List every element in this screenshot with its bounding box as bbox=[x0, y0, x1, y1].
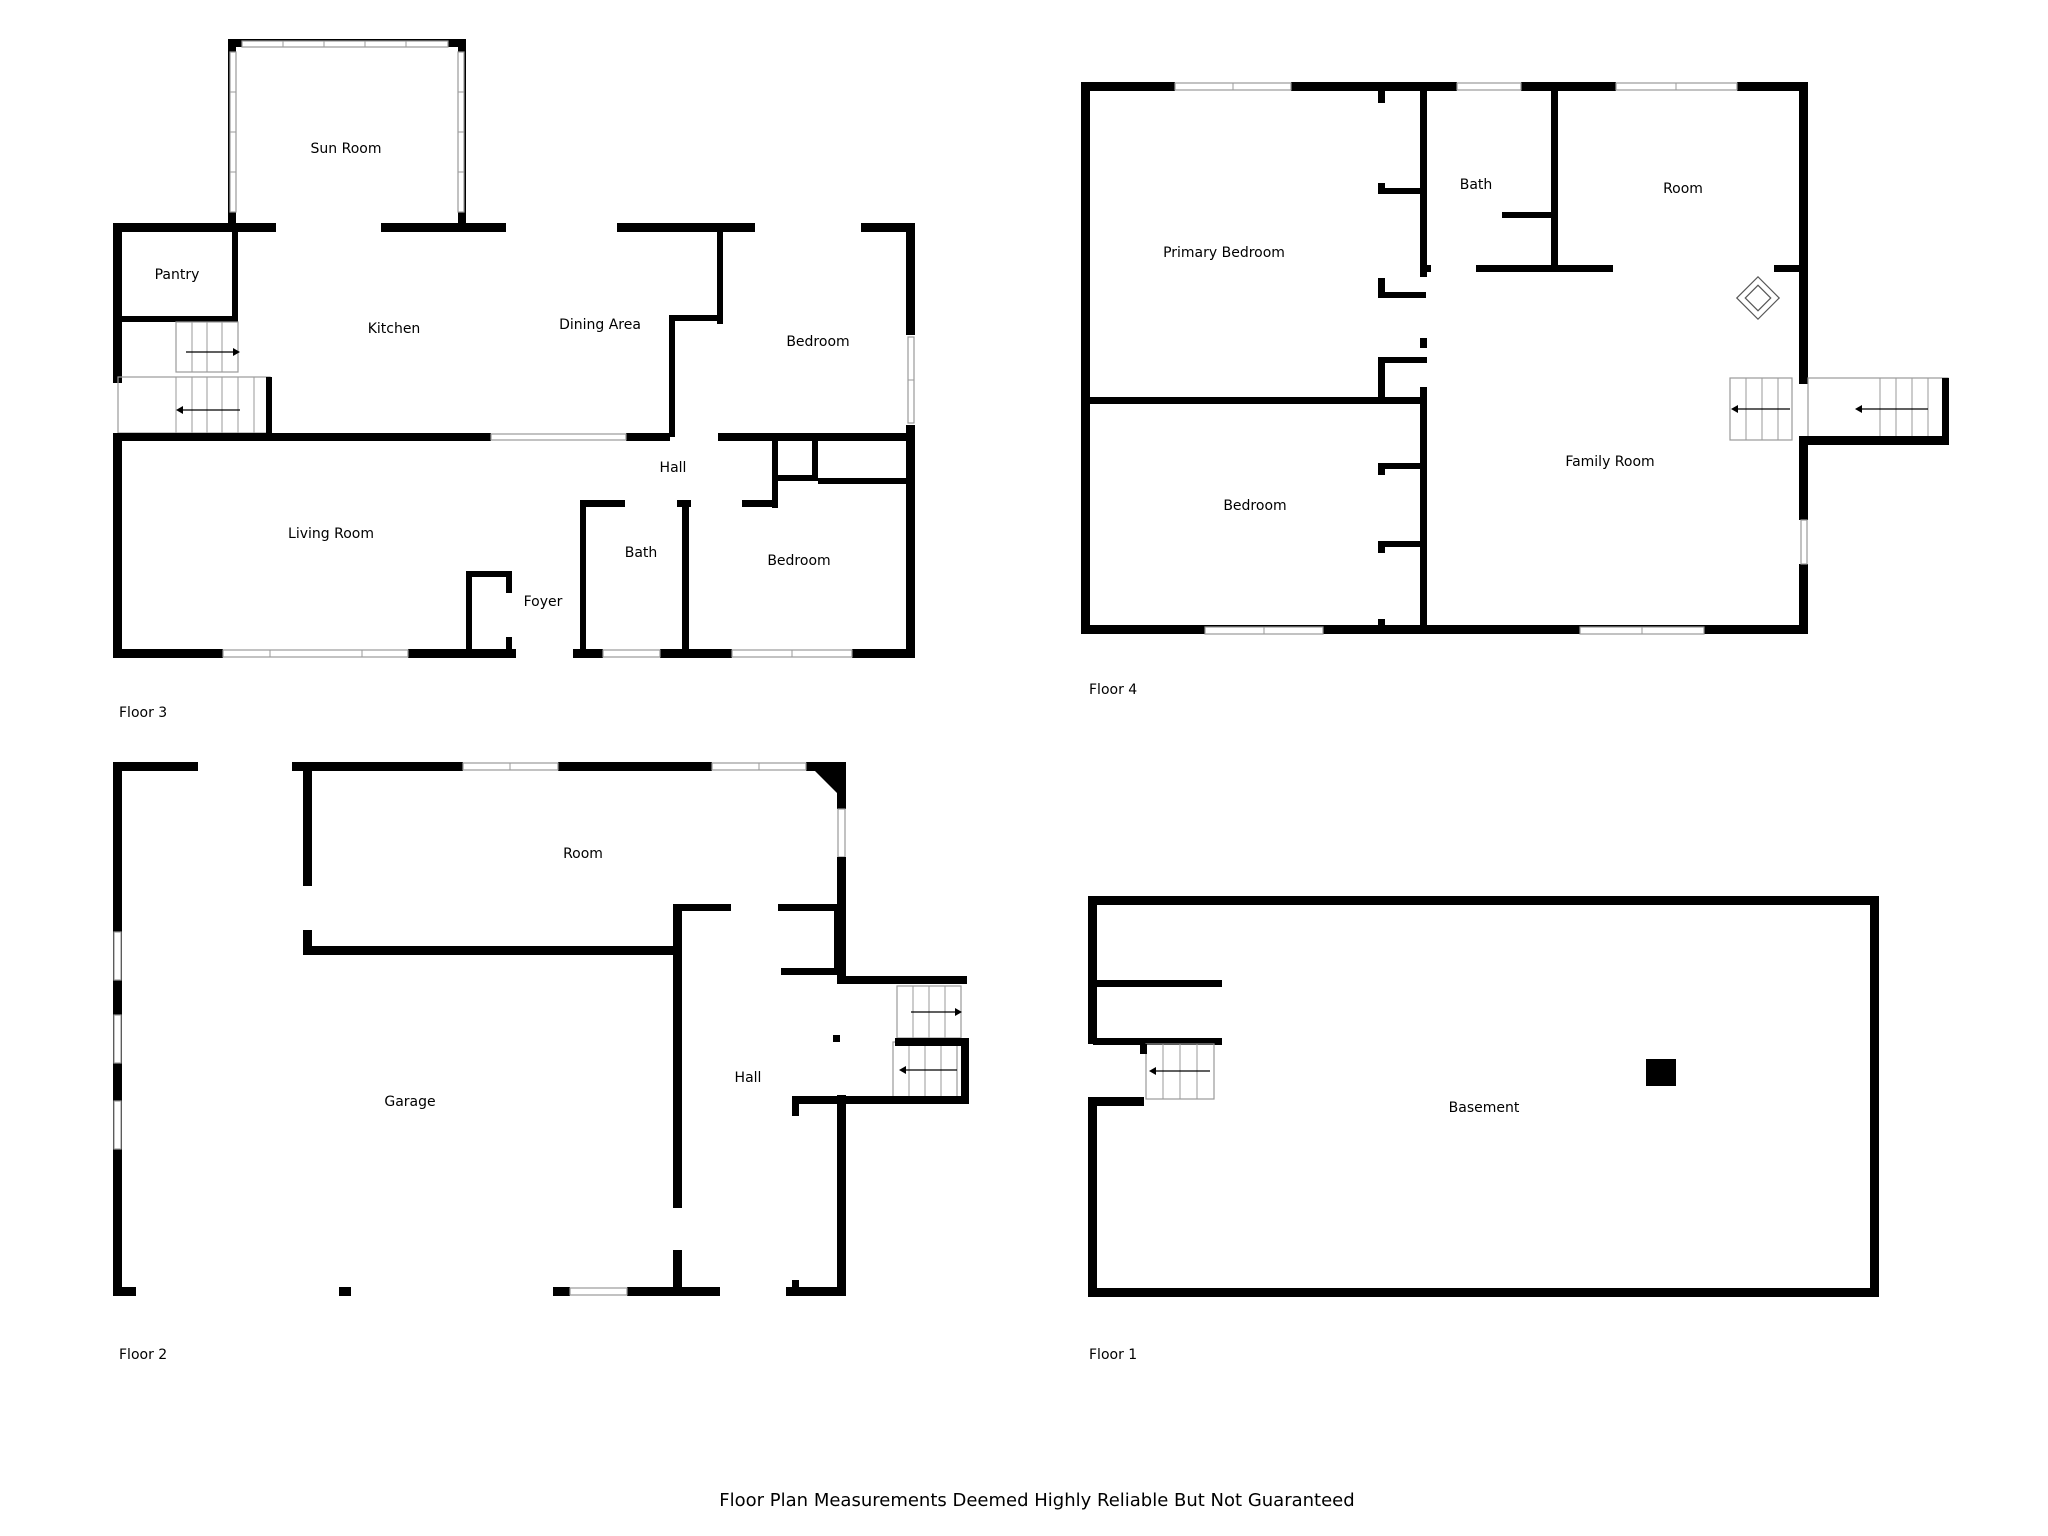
room-label-bath: Bath bbox=[1460, 177, 1493, 193]
floor-label-3: Floor 3 bbox=[119, 705, 167, 721]
room-label-basement: Basement bbox=[1449, 1100, 1520, 1116]
room-label-sun-room: Sun Room bbox=[311, 141, 382, 157]
floor-4-plan: Primary Bedroom Bath Room Bedroom Family… bbox=[1081, 82, 1949, 698]
room-label-foyer: Foyer bbox=[524, 594, 563, 610]
room-label-bedroom: Bedroom bbox=[1223, 498, 1286, 514]
disclaimer-text: Floor Plan Measurements Deemed Highly Re… bbox=[719, 1490, 1354, 1511]
floor-2-plan: Room Garage Hall Floor 2 bbox=[113, 762, 969, 1363]
floor-3-plan: Sun Room Pantry Kitchen Dining Area Bedr… bbox=[113, 39, 915, 721]
room-label-room: Room bbox=[1663, 181, 1703, 197]
room-label-pantry: Pantry bbox=[155, 267, 200, 283]
floor-label-2: Floor 2 bbox=[119, 1347, 167, 1363]
room-label-garage: Garage bbox=[384, 1094, 435, 1110]
room-label-dining-area: Dining Area bbox=[559, 317, 641, 333]
floor-label-1: Floor 1 bbox=[1089, 1347, 1137, 1363]
room-label-bath: Bath bbox=[625, 545, 658, 561]
room-label-living-room: Living Room bbox=[288, 526, 374, 542]
room-label-family-room: Family Room bbox=[1565, 454, 1654, 470]
floor-label-4: Floor 4 bbox=[1089, 682, 1137, 698]
room-label-kitchen: Kitchen bbox=[368, 321, 421, 337]
floor-1-plan: Basement Floor 1 bbox=[1088, 896, 1879, 1363]
room-label-room: Room bbox=[563, 846, 603, 862]
room-label-hall: Hall bbox=[735, 1070, 762, 1086]
room-label-bedroom-1: Bedroom bbox=[786, 334, 849, 350]
room-label-hall: Hall bbox=[660, 460, 687, 476]
room-label-bedroom-2: Bedroom bbox=[767, 553, 830, 569]
room-label-primary-bedroom: Primary Bedroom bbox=[1163, 245, 1285, 261]
